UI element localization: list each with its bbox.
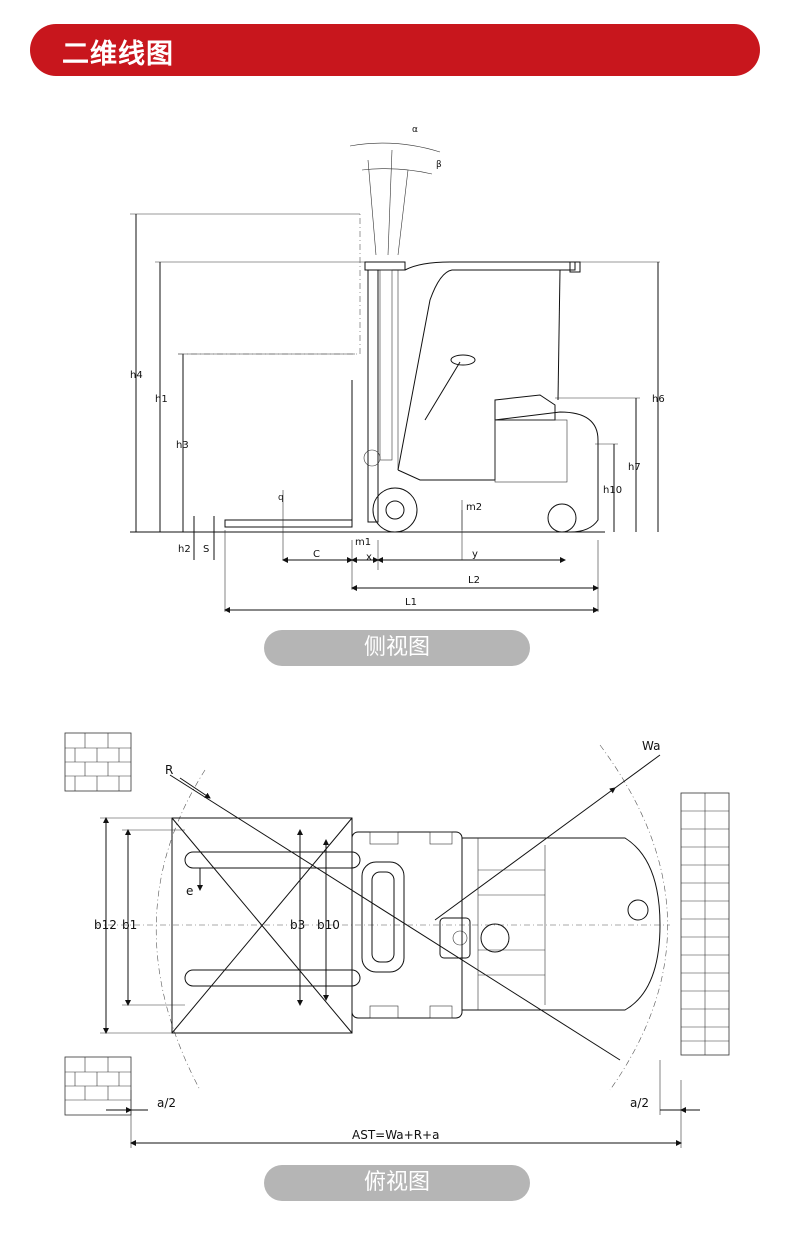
b10-label: b10 (317, 918, 340, 932)
brick-wall-bottom-left (64, 1056, 132, 1116)
l2-label: L2 (468, 575, 480, 586)
h10-label: h10 (603, 485, 622, 496)
beta-label: β (436, 160, 442, 170)
a-half-left-label: a/2 (157, 1096, 176, 1110)
y-label: y (472, 549, 478, 560)
r-label: R (165, 763, 173, 777)
b12-label: b12 (94, 918, 117, 932)
top-view-caption: 俯视图 (264, 1165, 530, 1201)
section-title: 二维线图 (62, 39, 174, 70)
e-label: e (186, 884, 193, 898)
b1-label: b1 (122, 918, 137, 932)
h3-label: h3 (176, 440, 189, 451)
l1-label: L1 (405, 597, 417, 608)
section-header: 二维线图 (30, 24, 760, 76)
h2-label: h2 (178, 544, 191, 555)
h4-label: h4 (130, 370, 143, 381)
q-label: q (278, 493, 284, 503)
brick-wall-top-left (64, 732, 132, 792)
ast-label: AST=Wa+R+a (352, 1128, 439, 1142)
x-label: x (366, 552, 372, 563)
brick-wall-right (680, 792, 730, 1056)
c-label: C (313, 549, 320, 560)
a-half-right-label: a/2 (630, 1096, 649, 1110)
m1-label: m1 (355, 537, 371, 548)
h7-label: h7 (628, 462, 641, 473)
side-view-drawing: α β h4 h1 h3 h6 h7 h10 h2 S (130, 125, 665, 613)
h6-label: h6 (652, 394, 665, 405)
top-view-drawing: R Wa b12 b1 b3 b10 e (64, 732, 730, 1148)
h1-label: h1 (155, 394, 168, 405)
b3-label: b3 (290, 918, 305, 932)
alpha-label: α (412, 125, 418, 135)
side-view-caption: 侧视图 (264, 630, 530, 666)
m2-label: m2 (466, 502, 482, 513)
wa-label: Wa (642, 739, 660, 753)
s-label: S (203, 544, 209, 555)
